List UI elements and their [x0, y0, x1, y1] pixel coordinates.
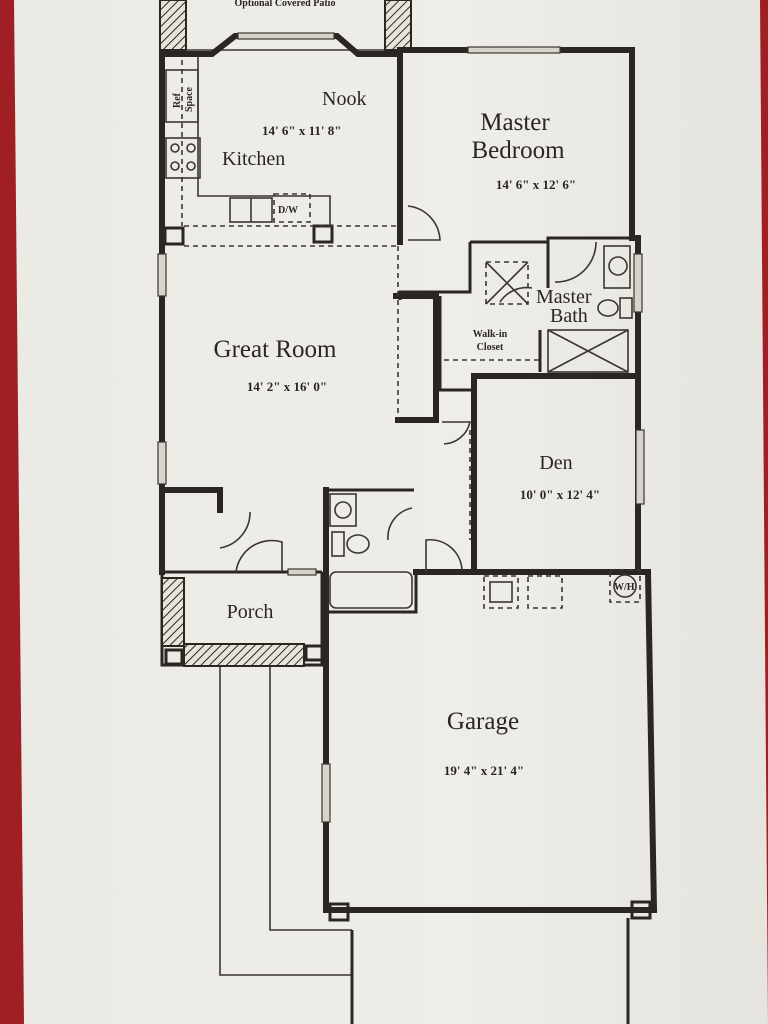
- shower: [547, 329, 629, 373]
- paper-sheet: [14, 0, 768, 1024]
- garage-label: Garage: [447, 708, 519, 735]
- den-label: Den: [539, 452, 572, 474]
- bath-sink: [603, 245, 631, 289]
- kitchen-label: Kitchen: [222, 148, 285, 170]
- dishwasher: [273, 193, 311, 223]
- water-heater-label: W/H: [614, 582, 635, 593]
- driveway: [219, 666, 630, 1024]
- ref-label-line1: Ref: [172, 92, 183, 108]
- dryer: [527, 575, 563, 609]
- toilet-hall: [346, 534, 370, 554]
- water-heater: [609, 569, 641, 603]
- master-bedroom-dims: 14' 6" x 12' 6": [496, 177, 576, 192]
- nook-label: Nook: [322, 88, 366, 110]
- washer: [483, 575, 519, 609]
- ref-label-line2: Space: [184, 86, 195, 112]
- great-room-label: Great Room: [214, 336, 337, 363]
- great-room-dims: 14' 2" x 16' 0": [247, 379, 327, 394]
- shower-bath: [485, 261, 529, 305]
- range: [165, 137, 201, 179]
- doors: [219, 205, 597, 573]
- nook-dims: 14' 6" x 11' 8": [262, 123, 341, 138]
- kitchen-fixtures: Ref Space D/W: [165, 56, 331, 226]
- garage-fixtures: W/H: [483, 569, 641, 609]
- hall-bath-fixtures: [329, 493, 413, 609]
- master-bedroom-label-2: Bedroom: [471, 137, 565, 164]
- interior-walls: [161, 51, 652, 922]
- garage-dims: 19' 4" x 21' 4": [444, 763, 524, 778]
- dashed-lines: [181, 60, 540, 540]
- master-bath-label-1: Master: [536, 286, 592, 308]
- dishwasher-label: D/W: [278, 205, 298, 216]
- master-bath-fixtures: [485, 245, 633, 373]
- den-dims: 10' 0" x 12' 4": [520, 487, 600, 502]
- master-bedroom-label-1: Master: [480, 109, 550, 136]
- walk-in-closet-label-2: Closet: [477, 342, 504, 353]
- windows: [157, 32, 645, 823]
- toilet-master: [597, 299, 619, 317]
- room-labels: Nook 14' 6" x 11' 8" Kitchen Master Bedr…: [214, 88, 601, 778]
- tub: [329, 571, 413, 609]
- master-bath-label-2: Bath: [550, 305, 588, 327]
- walk-in-closet-label-1: Walk-in: [473, 329, 508, 340]
- porch-label: Porch: [227, 601, 274, 623]
- hall-sink: [329, 493, 357, 527]
- patio-label: Optional Covered Patio: [235, 0, 336, 9]
